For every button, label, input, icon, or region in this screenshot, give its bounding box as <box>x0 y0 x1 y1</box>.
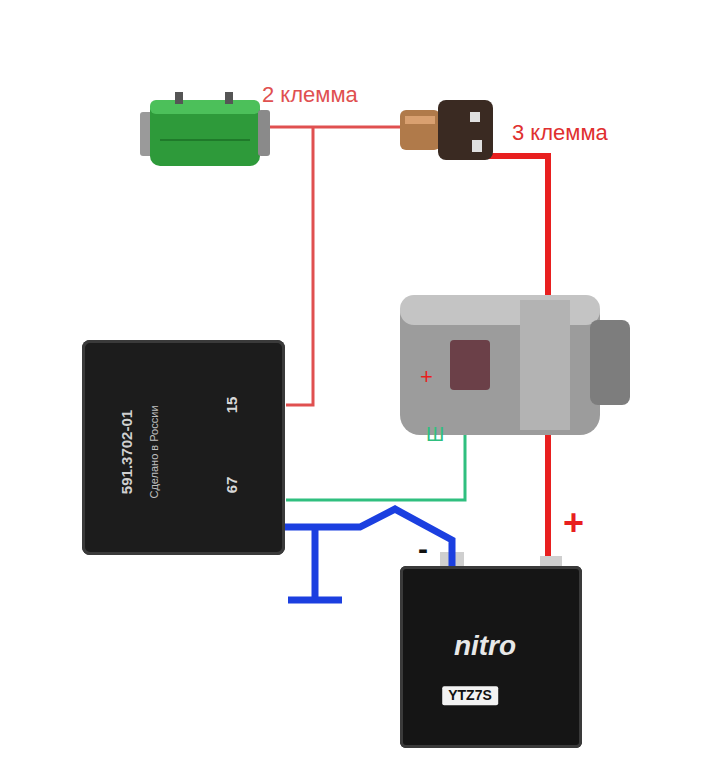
generator <box>400 295 630 435</box>
brand-text: nitro <box>454 631 516 662</box>
ground-stem <box>312 528 319 600</box>
terminal-label: 2 клемма <box>262 84 358 106</box>
wire-switch-regulator <box>286 127 313 405</box>
printed-marking: 67 <box>224 477 241 494</box>
voltage-regulator: 591.3702-01 Сделано в России 15 67 <box>82 340 285 555</box>
polarity-sign: - <box>418 534 428 564</box>
ignition-switch <box>400 100 493 160</box>
wire-coil-switch <box>268 126 405 129</box>
polarity-sign: + <box>563 505 584 541</box>
printed-marking: 591.3702-01 <box>119 410 136 494</box>
signal-name: Ш <box>426 424 444 444</box>
printed-marking: 15 <box>224 397 241 414</box>
battery: nitroYTZ7S <box>400 566 582 748</box>
printed-marking: Сделано в России <box>148 405 160 498</box>
polarity-sign: + <box>420 366 433 388</box>
ground-wire <box>285 509 452 566</box>
wire-field <box>286 410 465 500</box>
ground-bar <box>288 597 342 604</box>
ignition-coil <box>140 92 270 166</box>
terminal-label: 3 клемма <box>512 122 608 144</box>
brand-text: YTZ7S <box>442 686 498 705</box>
